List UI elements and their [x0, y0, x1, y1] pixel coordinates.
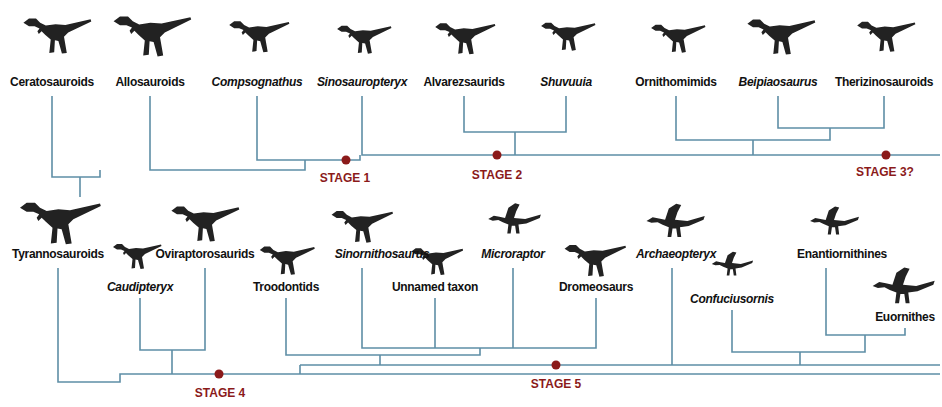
stage-label: STAGE 1	[320, 171, 370, 185]
taxon-label: Sinornithosaurus	[335, 247, 430, 261]
stage-label: STAGE 4	[195, 386, 245, 400]
taxon-label: Caudipteryx	[107, 280, 173, 294]
taxon-label: Beipiaosaurus	[739, 75, 818, 89]
taxon-label: Troodontids	[253, 280, 319, 294]
taxon-label: Allosauroids	[115, 75, 184, 89]
taxon-label: Ceratosauroids	[10, 75, 94, 89]
taxon-label: Dromeosaurs	[559, 280, 633, 294]
taxon-label: Shuvuuia	[540, 75, 592, 89]
taxon-label: Oviraptorosaurids	[156, 247, 255, 261]
tree-lines	[52, 96, 940, 382]
taxon-label: Tyrannosauroids	[12, 247, 104, 261]
stage-dots	[215, 151, 891, 379]
taxon-label: Sinosauropteryx	[317, 75, 407, 89]
taxon-label: Unnamed taxon	[392, 280, 478, 294]
taxon-label: Compsognathus	[212, 75, 303, 89]
stage-label: STAGE 3?	[856, 165, 914, 179]
silhouettes	[20, 16, 935, 303]
taxon-label: Enantiornithines	[797, 247, 887, 261]
taxon-label: Archaeopteryx	[636, 247, 716, 261]
taxon-label: Confuciusornis	[690, 292, 774, 306]
stage-label: STAGE 2	[472, 168, 522, 182]
taxon-label: Ornithomimids	[635, 75, 716, 89]
taxon-label: Alvarezsaurids	[423, 75, 504, 89]
taxon-label: Euornithes	[875, 310, 935, 324]
taxon-label: Microraptor	[481, 247, 544, 261]
taxon-label: Therizinosauroids	[835, 75, 933, 89]
stage-label: STAGE 5	[531, 377, 581, 391]
